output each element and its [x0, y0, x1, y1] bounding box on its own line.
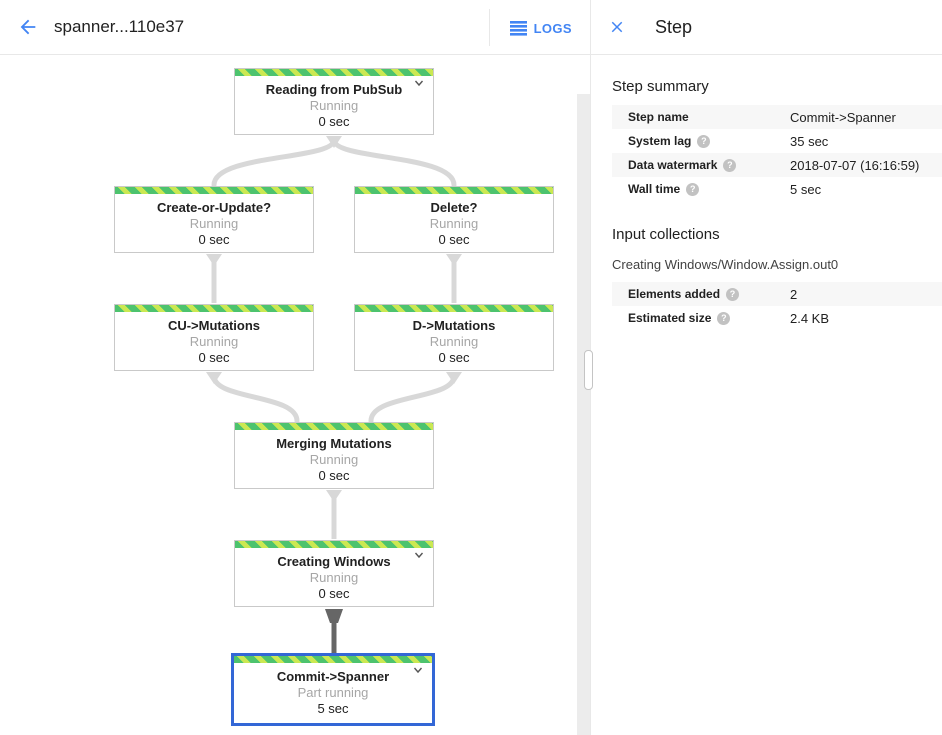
node-title: Delete? [430, 200, 478, 215]
job-title: spanner...110e37 [54, 17, 185, 36]
row-value: 35 sec [790, 133, 829, 149]
node-status: Running [429, 216, 479, 231]
row-value: 5 sec [790, 181, 822, 197]
node-time: 0 sec [198, 350, 230, 365]
top-bar: spanner...110e37 LOGS [0, 0, 590, 55]
logs-icon [509, 20, 527, 36]
input-collections-heading: Input collections [612, 226, 720, 243]
row-label: Step name [628, 110, 689, 124]
node-merging-mutations[interactable]: Merging Mutations Running 0 sec [234, 422, 434, 489]
row-value: 2018-07-07 (16:16:59) [790, 157, 920, 173]
running-stripe [115, 305, 313, 312]
node-status: Running [189, 334, 239, 349]
node-status: Part running [297, 685, 369, 700]
vertical-scrollbar[interactable] [577, 94, 590, 735]
collection-name: Creating Windows/Window.Assign.out0 [612, 257, 839, 272]
node-status: Running [309, 452, 359, 467]
input-collections-table: Elements added ? 2 Estimated size ? 2.4 … [612, 282, 942, 330]
chevron-down-icon[interactable] [412, 548, 426, 562]
running-stripe [355, 305, 553, 312]
running-stripe [235, 69, 433, 76]
help-icon[interactable]: ? [726, 287, 740, 301]
summary-row: Estimated size ? 2.4 KB [612, 306, 942, 330]
panel-title: Step [655, 16, 693, 37]
node-commit-spanner[interactable]: Commit->Spanner Part running 5 sec [231, 653, 435, 726]
logs-button-label: LOGS [533, 20, 572, 36]
step-summary-heading: Step summary [612, 78, 709, 95]
back-arrow-icon [20, 19, 36, 35]
node-title: D->Mutations [412, 318, 496, 333]
step-details-panel: Step Step summary Step name Commit->Span… [591, 0, 942, 735]
row-label: Wall time [628, 182, 681, 196]
row-value: 2 [790, 286, 798, 302]
row-label: Elements added [628, 287, 721, 301]
running-stripe [355, 187, 553, 194]
node-status: Running [309, 570, 359, 585]
node-time: 0 sec [438, 350, 470, 365]
summary-row: Wall time ? 5 sec [612, 177, 942, 201]
node-time: 0 sec [438, 232, 470, 247]
help-icon[interactable]: ? [717, 311, 731, 325]
node-status: Running [429, 334, 479, 349]
row-label: Estimated size [628, 311, 712, 325]
node-title: Creating Windows [277, 554, 391, 569]
step-panel-body: Step summary Step name Commit->Spanner S… [591, 55, 942, 330]
panel-resize-handle[interactable] [584, 350, 593, 390]
running-stripe [235, 423, 433, 430]
running-stripe [115, 187, 313, 194]
step-panel-header: Step [591, 0, 942, 55]
running-stripe [235, 541, 433, 548]
row-value: 2.4 KB [790, 310, 830, 326]
node-time: 0 sec [318, 468, 350, 483]
node-creating-windows[interactable]: Creating Windows Running 0 sec [234, 540, 434, 607]
node-time: 0 sec [318, 586, 350, 601]
node-title: Create-or-Update? [156, 200, 272, 215]
row-value: Commit->Spanner [790, 109, 896, 125]
node-time: 0 sec [318, 114, 350, 129]
close-icon [611, 21, 623, 33]
summary-row: Elements added ? 2 [612, 282, 942, 306]
node-create-or-update[interactable]: Create-or-Update? Running 0 sec [114, 186, 314, 253]
summary-row: System lag ? 35 sec [612, 129, 942, 153]
graph-edges [206, 136, 462, 653]
job-graph-canvas[interactable]: Reading from PubSub Running 0 sec Create… [0, 56, 590, 735]
node-title: CU->Mutations [167, 318, 261, 333]
node-status: Running [309, 98, 359, 113]
chevron-down-icon[interactable] [411, 663, 425, 677]
node-d-mutations[interactable]: D->Mutations Running 0 sec [354, 304, 554, 371]
row-label: Data watermark [628, 158, 718, 172]
running-stripe [234, 656, 432, 663]
back-button[interactable] [8, 7, 48, 47]
help-icon[interactable]: ? [686, 182, 700, 196]
node-reading-from-pubsub[interactable]: Reading from PubSub Running 0 sec [234, 68, 434, 135]
summary-row: Data watermark ? 2018-07-07 (16:16:59) [612, 153, 942, 177]
node-time: 5 sec [317, 701, 349, 716]
help-icon[interactable]: ? [697, 134, 711, 148]
chevron-down-icon[interactable] [412, 76, 426, 90]
summary-row: Step name Commit->Spanner [612, 105, 942, 129]
node-status: Running [189, 216, 239, 231]
node-title: Merging Mutations [276, 436, 392, 451]
logs-button[interactable]: LOGS [509, 12, 572, 44]
header-separator [489, 9, 490, 46]
node-title: Commit->Spanner [276, 669, 390, 684]
close-button[interactable] [597, 7, 637, 47]
node-title: Reading from PubSub [265, 82, 403, 97]
node-cu-mutations[interactable]: CU->Mutations Running 0 sec [114, 304, 314, 371]
help-icon[interactable]: ? [723, 158, 737, 172]
row-label: System lag [628, 134, 692, 148]
node-time: 0 sec [198, 232, 230, 247]
node-delete[interactable]: Delete? Running 0 sec [354, 186, 554, 253]
step-summary-table: Step name Commit->Spanner System lag ? 3… [612, 105, 942, 201]
